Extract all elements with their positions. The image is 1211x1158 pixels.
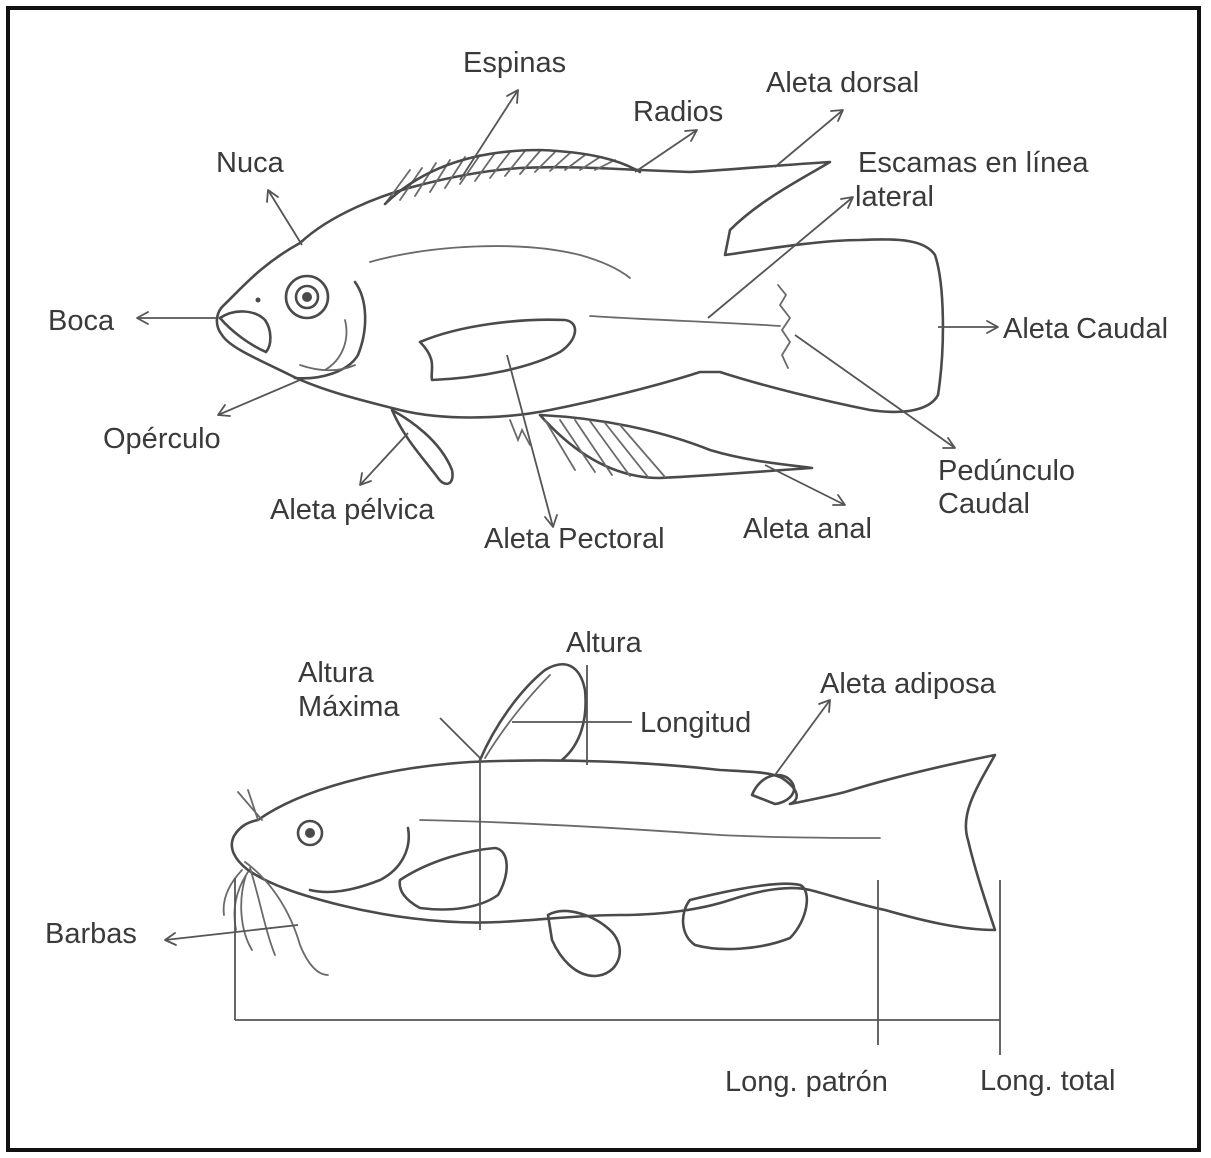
label-altura-maxima-line1: Altura: [298, 657, 375, 689]
leader-altura-maxima: [440, 718, 480, 758]
tilapia-pelvic-fin: [392, 410, 453, 484]
leader-aleta-anal: [765, 465, 845, 505]
label-escamas-line1: Escamas en línea: [858, 147, 1089, 179]
tilapia-eye-pupil: [302, 292, 312, 302]
leader-radios: [635, 130, 697, 172]
label-escamas-line2: lateral: [855, 181, 934, 213]
arrow-radios: [685, 130, 697, 141]
catfish-anal-fin: [683, 884, 807, 949]
label-boca: Boca: [48, 305, 115, 337]
tilapia-mouth: [220, 311, 270, 352]
label-pedunculo-line2: Caudal: [938, 488, 1030, 520]
label-aleta-pectoral: Aleta Pectoral: [484, 523, 665, 555]
label-altura: Altura: [566, 627, 643, 659]
catfish-pelvic-fin: [548, 911, 620, 976]
label-operculo: Opérculo: [103, 423, 221, 455]
leader-escamas: [708, 197, 853, 318]
label-longitud: Longitud: [640, 707, 751, 739]
leader-aleta-adiposa: [775, 700, 830, 775]
tilapia-nostril: [256, 298, 261, 303]
label-nuca: Nuca: [216, 147, 285, 179]
catfish-adipose-fin: [752, 775, 794, 804]
catfish-barbels: [224, 790, 328, 975]
label-aleta-caudal-small: Caudal: [1076, 313, 1168, 345]
tilapia-lateral-line-upper: [370, 246, 630, 278]
catfish-dorsal-fin: [480, 664, 586, 760]
catfish-dorsal-ray: [485, 675, 550, 758]
label-aleta-pelvica: Aleta pélvica: [270, 494, 435, 526]
tilapia-anal-rays: [545, 420, 665, 477]
label-pedunculo-line1: Pedúnculo: [938, 455, 1075, 487]
catfish-body-outline: [232, 755, 995, 930]
tilapia-lateral-line-lower: [590, 316, 780, 326]
leader-pedunculo: [795, 335, 955, 448]
catfish-eye-pupil: [305, 828, 315, 838]
label-aleta-caudal-main: Aleta: [1003, 313, 1070, 345]
label-altura-maxima-line2: Máxima: [298, 691, 400, 723]
leader-aleta-pelvica: [360, 433, 408, 485]
label-aleta-adiposa: Aleta adiposa: [820, 668, 997, 700]
catfish-pectoral-fin: [400, 848, 507, 909]
leader-operculo: [218, 380, 300, 415]
label-espinas: Espinas: [463, 47, 566, 79]
label-radios: Radios: [633, 96, 723, 128]
leader-barbas: [165, 925, 298, 940]
leader-aleta-pectoral: [507, 355, 553, 527]
catfish-head-line: [310, 828, 409, 892]
catfish-lateral-line: [420, 820, 880, 838]
tilapia-gill-lines: [300, 320, 355, 370]
leader-aleta-dorsal: [775, 110, 843, 167]
label-aleta-anal: Aleta anal: [743, 513, 872, 545]
leader-espinas: [460, 90, 518, 180]
tilapia-dorsal-fin-edge: [385, 150, 640, 204]
leader-nuca: [268, 190, 302, 245]
tilapia-pectoral-fin: [420, 320, 575, 380]
label-long-patron: Long. patrón: [725, 1066, 888, 1098]
tilapia-drawing: [217, 150, 943, 484]
label-aleta-dorsal: Aleta dorsal: [766, 67, 919, 99]
label-barbas: Barbas: [45, 918, 137, 950]
label-long-total: Long. total: [980, 1065, 1115, 1097]
